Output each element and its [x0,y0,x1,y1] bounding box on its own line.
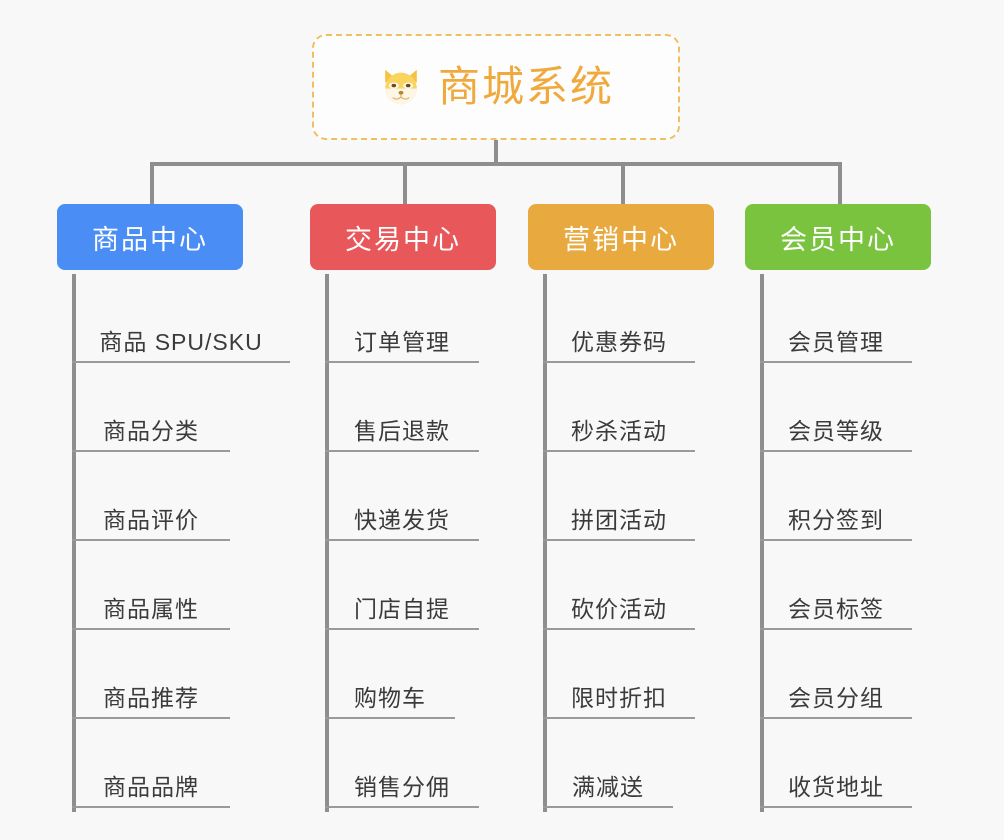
category-title: 交易中心 [345,224,461,255]
column-spine-marketing-center [543,274,547,812]
leaf-item[interactable]: 拼团活动 [543,452,695,541]
column-marketing-center: 营销中心 优惠券码 秒杀活动 拼团活动 砍价活动 限时折扣 满减送 [528,204,714,812]
category-header-product-center[interactable]: 商品中心 [57,204,243,270]
shiba-dog-face-icon [385,69,417,105]
root-node[interactable]: 商城系统 [312,34,680,140]
leaf-item[interactable]: 优惠券码 [543,274,695,363]
leaf-item[interactable]: 商品推荐 [72,630,230,719]
leaf-item[interactable]: 商品 SPU/SKU [72,274,290,363]
leaf-label: 会员标签 [788,596,884,622]
leaf-list-product-center: 商品 SPU/SKU 商品分类 商品评价 商品属性 商品推荐 商品品牌 [72,274,290,808]
leaf-item[interactable]: 满减送 [543,719,673,808]
connector-horizontal-bus [150,162,842,166]
leaf-label: 秒杀活动 [571,418,667,444]
leaf-item[interactable]: 商品属性 [72,541,230,630]
leaf-item[interactable]: 会员分组 [760,630,912,719]
leaf-item[interactable]: 限时折扣 [543,630,695,719]
connector-root-stem [494,140,498,164]
leaf-list-trade-center: 订单管理 售后退款 快递发货 门店自提 购物车 销售分佣 [325,274,479,808]
leaf-label: 销售分佣 [354,774,450,800]
leaf-item[interactable]: 积分签到 [760,452,912,541]
column-spine-product-center [72,274,76,812]
leaf-item[interactable]: 收货地址 [760,719,912,808]
category-header-trade-center[interactable]: 交易中心 [310,204,496,270]
leaf-label: 商品品牌 [103,774,199,800]
category-title: 营销中心 [563,224,679,255]
leaf-label: 限时折扣 [571,685,667,711]
leaf-label: 商品属性 [103,596,199,622]
leaf-label: 砍价活动 [571,596,667,622]
leaf-label: 订单管理 [354,329,450,355]
category-title: 商品中心 [92,224,208,255]
leaf-label: 满减送 [572,774,644,800]
connector-drop-product [150,162,154,206]
leaf-label: 门店自提 [354,596,450,622]
leaf-label: 商品评价 [103,507,199,533]
column-trade-center: 交易中心 订单管理 售后退款 快递发货 门店自提 购物车 销售分佣 [310,204,496,812]
leaf-item[interactable]: 购物车 [325,630,455,719]
leaf-label: 会员管理 [788,329,884,355]
leaf-label: 商品推荐 [103,685,199,711]
leaf-label: 商品 SPU/SKU [99,329,263,355]
category-header-marketing-center[interactable]: 营销中心 [528,204,714,270]
leaf-label: 商品分类 [103,418,199,444]
leaf-item[interactable]: 销售分佣 [325,719,479,808]
leaf-item[interactable]: 商品品牌 [72,719,230,808]
leaf-item[interactable]: 会员标签 [760,541,912,630]
leaf-label: 会员分组 [788,685,884,711]
leaf-item[interactable]: 砍价活动 [543,541,695,630]
connector-drop-marketing [621,162,625,206]
leaf-item[interactable]: 订单管理 [325,274,479,363]
column-product-center: 商品中心 商品 SPU/SKU 商品分类 商品评价 商品属性 商品推荐 商品品牌 [57,204,290,812]
leaf-label: 积分签到 [788,507,884,533]
category-title: 会员中心 [780,224,896,255]
leaf-label: 拼团活动 [571,507,667,533]
column-spine-member-center [760,274,764,812]
leaf-item[interactable]: 秒杀活动 [543,363,695,452]
leaf-item[interactable]: 商品分类 [72,363,230,452]
leaf-label: 购物车 [354,685,426,711]
connector-drop-trade [403,162,407,206]
column-spine-trade-center [325,274,329,812]
leaf-list-marketing-center: 优惠券码 秒杀活动 拼团活动 砍价活动 限时折扣 满减送 [543,274,695,808]
leaf-label: 优惠券码 [571,329,667,355]
leaf-item[interactable]: 门店自提 [325,541,479,630]
root-title: 商城系统 [437,63,614,110]
leaf-item[interactable]: 快递发货 [325,452,479,541]
leaf-label: 收货地址 [788,774,884,800]
column-member-center: 会员中心 会员管理 会员等级 积分签到 会员标签 会员分组 收货地址 [745,204,931,812]
category-header-member-center[interactable]: 会员中心 [745,204,931,270]
leaf-label: 售后退款 [354,418,450,444]
leaf-list-member-center: 会员管理 会员等级 积分签到 会员标签 会员分组 收货地址 [760,274,912,808]
leaf-item[interactable]: 售后退款 [325,363,479,452]
leaf-item[interactable]: 商品评价 [72,452,230,541]
connector-drop-member [838,162,842,206]
leaf-label: 会员等级 [788,418,884,444]
leaf-item[interactable]: 会员等级 [760,363,912,452]
leaf-item[interactable]: 会员管理 [760,274,912,363]
leaf-label: 快递发货 [354,507,450,533]
